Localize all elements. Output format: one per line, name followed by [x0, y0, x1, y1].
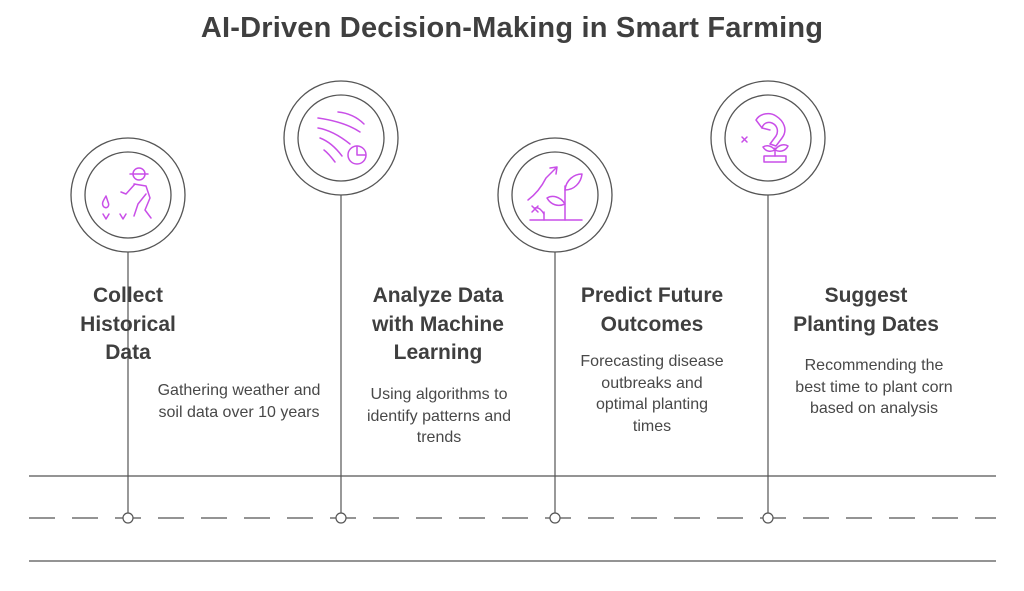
step-1-inner-ring [84, 151, 172, 239]
step-2-desc-line: identify patterns and [366, 407, 512, 425]
step-2-node [335, 512, 347, 524]
step-4-desc-line: best time to plant corn [795, 378, 953, 396]
step-2-title-line: Learning [393, 341, 483, 364]
step-1-description: Gathering weather and soil data over 10 … [158, 380, 321, 423]
step-3-title-line: Predict Future [580, 284, 724, 307]
step-3-marker [497, 137, 613, 524]
step-2-title-line: Analyze Data [372, 284, 504, 307]
step-3-desc-line: optimal planting [595, 396, 709, 413]
step-1-node [122, 512, 134, 524]
step-4-desc-line: Recommending the [804, 357, 944, 374]
step-3-desc-line: Forecasting disease [580, 353, 724, 370]
page-title: AI-Driven Decision-Making in Smart Farmi… [200, 12, 824, 44]
step-4-title-line: Suggest [824, 284, 908, 307]
step-1-title-line: Historical [80, 312, 176, 336]
step-3-title: Predict Future Outcomes [581, 282, 723, 339]
step-3-desc-line: outbreaks and [601, 374, 703, 392]
step-3-description: Forecasting disease outbreaks and optima… [580, 351, 723, 437]
step-1-desc-line: soil data over 10 years [158, 403, 320, 421]
step-4-title: Suggest Planting Dates [793, 282, 939, 339]
step-1-title-line: Collect [92, 284, 164, 307]
growth-trend-plant-icon [527, 166, 583, 221]
step-1-title: Collect Historical Data [80, 282, 176, 368]
step-2-desc-line: trends [416, 429, 462, 446]
step-4-marker [710, 80, 826, 524]
step-3-desc-line: times [632, 417, 672, 435]
step-2-title: Analyze Data with Machine Learning [372, 282, 504, 368]
step-2-desc-line: Using algorithms to [370, 386, 508, 403]
step-3-title-line: Outcomes [600, 312, 704, 336]
step-4-description: Recommending the best time to plant corn… [795, 355, 952, 420]
wind-flow-chart-icon [317, 111, 367, 165]
step-2-marker [283, 80, 399, 524]
planting-seedling-icon [741, 112, 789, 163]
step-2-title-line: with Machine [372, 312, 504, 336]
step-1-desc-line: Gathering weather and [157, 382, 321, 399]
step-1-marker [70, 137, 186, 524]
step-4-title-line: Planting Dates [793, 312, 939, 336]
step-3-inner-ring [511, 151, 599, 239]
step-3-node [549, 512, 561, 524]
farmer-collecting-data-icon [101, 167, 152, 220]
step-4-node [762, 512, 774, 524]
step-4-desc-line: based on analysis [809, 400, 939, 417]
step-2-description: Using algorithms to identify patterns an… [367, 384, 511, 449]
step-1-title-line: Data [105, 341, 151, 364]
step-4-inner-ring [724, 94, 812, 182]
